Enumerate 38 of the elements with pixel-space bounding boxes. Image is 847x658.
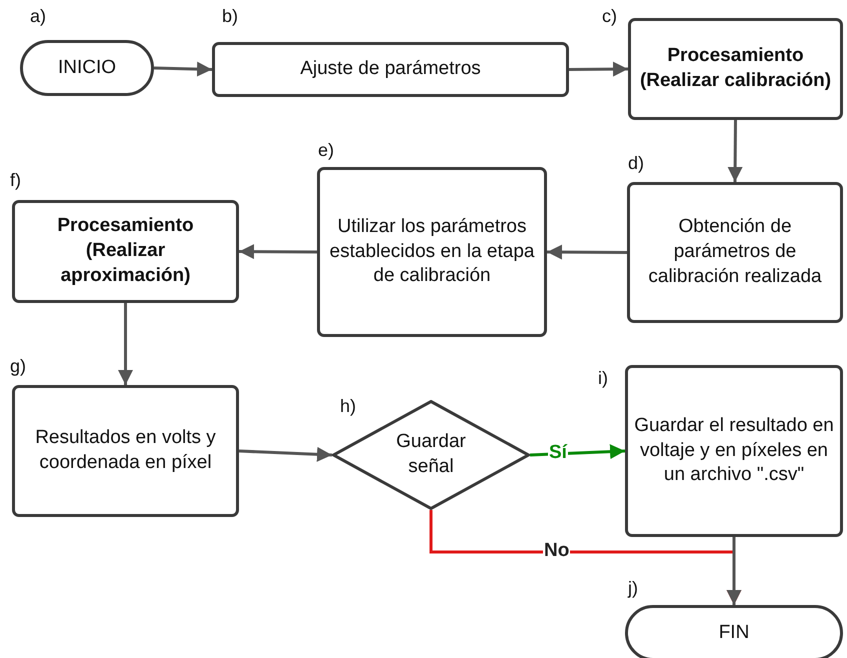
node-label: Procesamiento (Realizar aproximación) xyxy=(56,214,195,288)
step-letter: i) xyxy=(598,368,608,389)
arrow xyxy=(154,62,212,77)
arrow xyxy=(530,444,626,460)
arrow xyxy=(726,537,742,605)
arrow xyxy=(568,62,628,77)
step-letter: g) xyxy=(10,356,26,377)
step-letter: j) xyxy=(628,578,638,599)
node-label: Guardar señal xyxy=(395,430,467,479)
node-label: FIN xyxy=(718,620,750,645)
node-label: Ajuste de parámetros xyxy=(299,57,482,82)
node-label: INICIO xyxy=(56,56,118,80)
step-letter: e) xyxy=(318,140,334,161)
arrow xyxy=(238,446,332,462)
process-box xyxy=(12,385,239,517)
process-box xyxy=(12,200,239,303)
arrow xyxy=(118,303,133,385)
terminal-box xyxy=(625,605,843,658)
arrow xyxy=(546,244,628,260)
process-box xyxy=(627,182,843,323)
step-letter: a) xyxy=(30,6,46,27)
process-box xyxy=(625,365,843,537)
arrow xyxy=(728,120,743,182)
node-label: Procesamiento (Realizar calibración) xyxy=(638,44,832,93)
step-letter: c) xyxy=(602,6,617,27)
decision-diamond xyxy=(332,400,530,510)
step-letter: d) xyxy=(628,153,644,174)
process-box xyxy=(317,167,547,337)
step-letter: b) xyxy=(222,6,238,27)
arrow xyxy=(238,244,318,260)
node-label: Obtención de parámetros de calibración realizada xyxy=(647,215,823,289)
step-letter: h) xyxy=(340,396,356,417)
step-letter: f) xyxy=(10,170,21,191)
node-label: Guardar el resultado en voltaje y en píxeles en un archivo ".csv" xyxy=(633,414,835,488)
node-label: Utilizar los parámetros establecidos en la etapa de calibración xyxy=(328,214,536,288)
node-label: Resultados en volts y coordenada en píxel xyxy=(34,426,217,475)
process-box xyxy=(628,18,843,120)
process-box xyxy=(212,42,569,97)
